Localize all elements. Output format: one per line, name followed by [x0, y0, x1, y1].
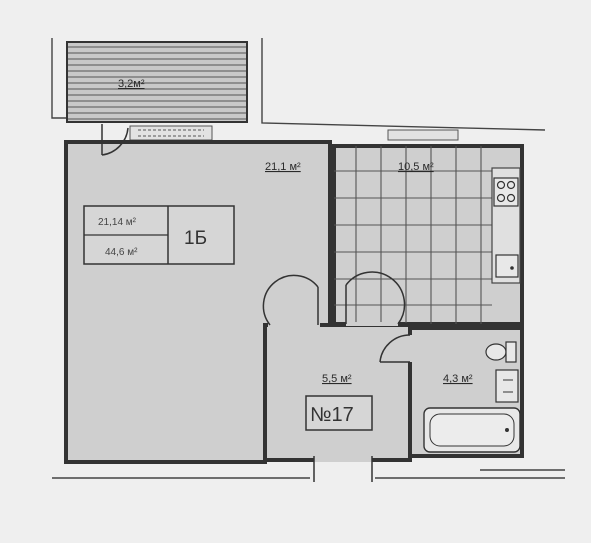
balcony-door-window [138, 129, 204, 137]
toilet-icon [485, 341, 517, 363]
doors [101, 124, 412, 482]
room-kitchen [332, 144, 524, 326]
apartment-number: №17 [310, 404, 354, 426]
bathroom-area-label: 4,3 м² [443, 373, 473, 385]
kitchen-tiles [334, 146, 492, 324]
windows [129, 125, 459, 141]
room-bathroom [408, 326, 524, 458]
kitchen-sink-icon [495, 254, 519, 278]
hallway-area-label: 5,5 м² [322, 373, 352, 385]
total-area-value: 44,6 м² [105, 247, 138, 258]
apartment-number-box: №17 [305, 395, 373, 431]
balcony [66, 41, 248, 123]
living-area-value: 21,14 м² [98, 217, 137, 228]
washbasin-icon [495, 369, 519, 403]
bathtub-icon [423, 407, 521, 453]
balcony-area-label: 3,2м² [118, 78, 145, 90]
stove-icon [493, 177, 519, 207]
kitchen-area-label: 10,5 м² [398, 161, 434, 173]
living-area-label: 21,1 м² [265, 161, 301, 173]
apartment-type: 1Б [184, 228, 207, 249]
apartment-info-box: 21,14 м² 44,6 м² 1Б [83, 205, 235, 265]
